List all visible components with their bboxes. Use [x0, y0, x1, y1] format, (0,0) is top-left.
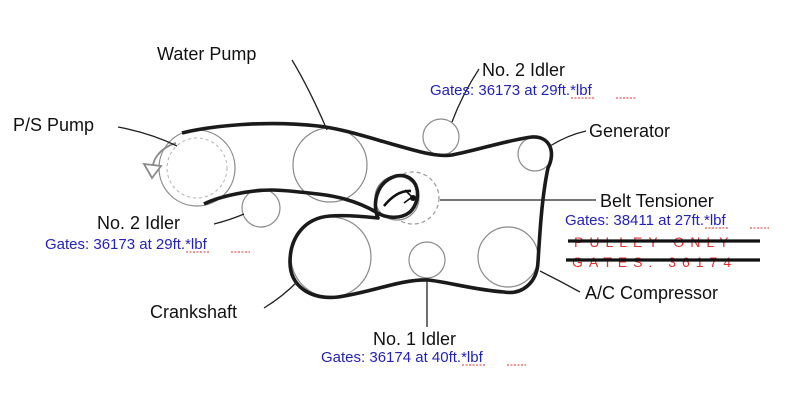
ps-pump-pulley — [158, 129, 236, 207]
generator-label: Generator — [589, 121, 670, 141]
pulley-only-strikeout: PULLEY ONLY GATES: 36174 — [566, 234, 760, 270]
leader-no2-idler-left — [213, 213, 245, 225]
belt-tensioner-label: Belt Tensioner — [600, 191, 714, 211]
leader-no2-idler-top — [451, 68, 480, 123]
leader-water-pump — [291, 59, 328, 131]
tensioner-arm-outline — [386, 171, 440, 225]
crankshaft-label: Crankshaft — [150, 302, 237, 322]
no1-idler-pulley — [408, 241, 446, 279]
tensioner-marker — [403, 189, 414, 204]
leader-generator — [549, 130, 587, 147]
drive-belt — [181, 121, 554, 300]
ac-compressor-label: A/C Compressor — [585, 283, 718, 303]
no2-idler-top-note: Gates: 36173 at 29ft.*lbf — [430, 82, 593, 99]
gates-36174-strike-text: GATES: 36174 — [572, 254, 737, 270]
leader-crankshaft — [263, 281, 298, 309]
spellcheck-underlines — [186, 97, 769, 366]
belt-tensioner-note: Gates: 38411 at 27ft.*lbf — [565, 212, 726, 229]
leader-ps-pump — [117, 126, 178, 147]
no2-idler-left-label: No. 2 Idler — [97, 213, 180, 233]
ac-compressor-pulley — [477, 226, 539, 288]
no1-idler-note: Gates: 36174 at 40ft.*lbf — [321, 349, 484, 366]
leader-lines — [117, 59, 596, 327]
no2-idler-top-pulley — [422, 118, 460, 156]
no2-idler-left-note: Gates: 36173 at 29ft.*lbf — [45, 236, 208, 253]
tensioner-arm — [382, 189, 412, 207]
no1-idler-label: No. 1 Idler — [373, 329, 456, 349]
leader-ac-compressor — [539, 270, 581, 293]
no2-idler-top-label: No. 2 Idler — [482, 60, 565, 80]
no2-idler-left-pulley — [241, 188, 281, 228]
ps-pump-inner-ring — [166, 137, 228, 199]
water-pump-label: Water Pump — [157, 44, 256, 64]
ps-pump-label: P/S Pump — [13, 115, 94, 135]
